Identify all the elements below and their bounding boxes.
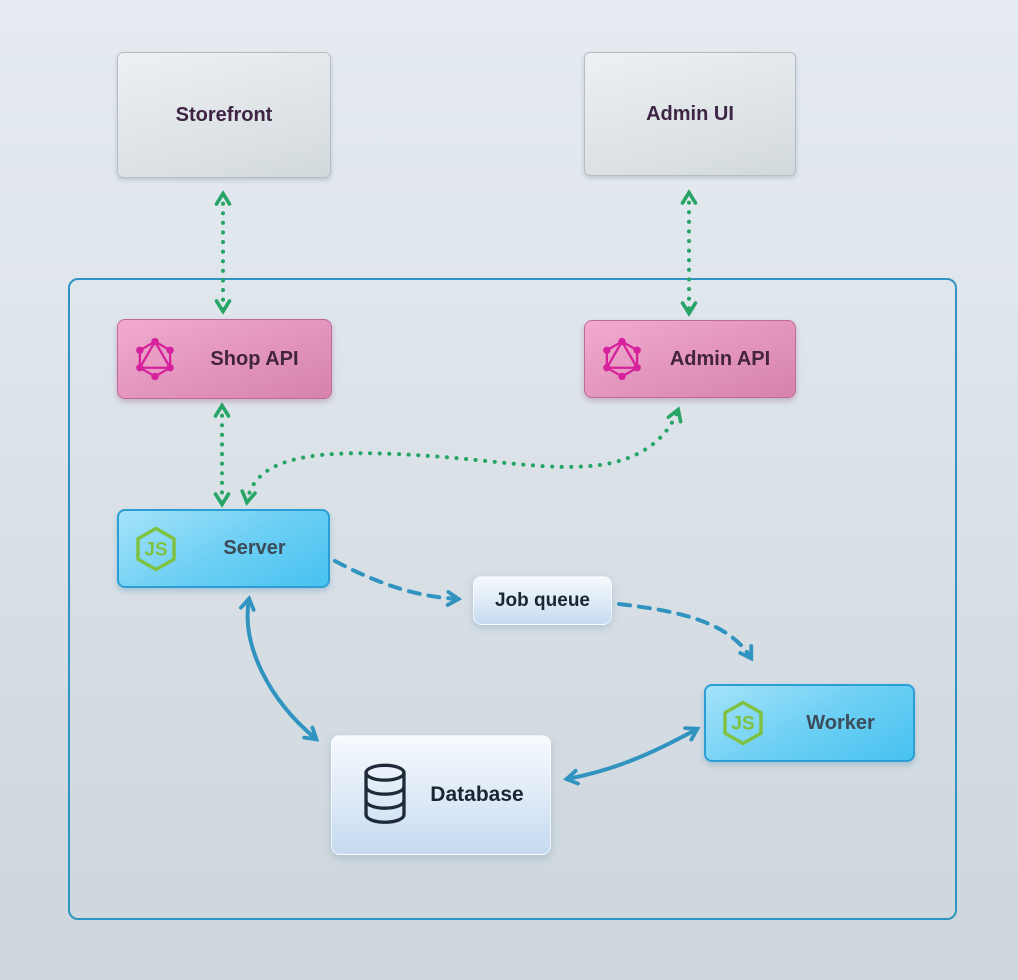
svg-text:JS: JS [731,714,754,735]
node-storefront: Storefront [117,52,331,178]
storefront-label: Storefront [175,103,273,126]
node-job-queue: Job queue [473,576,612,625]
job-queue-label: Job queue [494,589,590,611]
node-worker: JS Worker [704,684,915,762]
backend-boundary-box [68,278,957,920]
node-admin-ui: Admin UI [584,52,796,176]
graphql-icon [132,336,178,382]
svg-text:JS: JS [144,539,167,560]
node-admin-api: Admin API [584,320,796,398]
server-label: Server [223,537,286,559]
admin-ui-label: Admin UI [646,102,734,125]
database-icon [358,762,412,828]
node-server: JS Server [117,509,330,588]
graphql-icon [599,336,645,382]
nodejs-icon: JS [718,698,768,748]
node-database: Database [331,735,551,855]
nodejs-icon: JS [131,524,181,574]
node-shop-api: Shop API [117,319,332,399]
admin-api-label: Admin API [669,347,771,370]
worker-label: Worker [806,711,875,734]
database-label: Database [430,783,524,806]
shop-api-label: Shop API [210,347,299,370]
